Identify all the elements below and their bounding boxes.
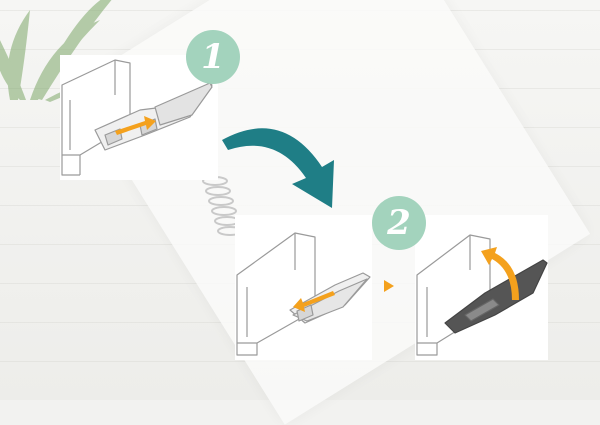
orange-direction-arrow-icon (293, 291, 335, 312)
orange-direction-arrow-icon (115, 116, 156, 135)
orange-direction-arrow-icon (481, 247, 519, 300)
step-1-illustration (60, 55, 218, 180)
triangle-right-icon (384, 280, 394, 292)
step-2-illustration-b (415, 215, 548, 360)
step-2-illustration-a (235, 215, 372, 360)
step-1-number: 1 (201, 37, 225, 77)
step-2-badge: 2 (372, 196, 426, 250)
step-2-number: 2 (387, 203, 411, 243)
step-1-badge: 1 (186, 30, 240, 84)
curved-arrow-icon (222, 128, 334, 208)
